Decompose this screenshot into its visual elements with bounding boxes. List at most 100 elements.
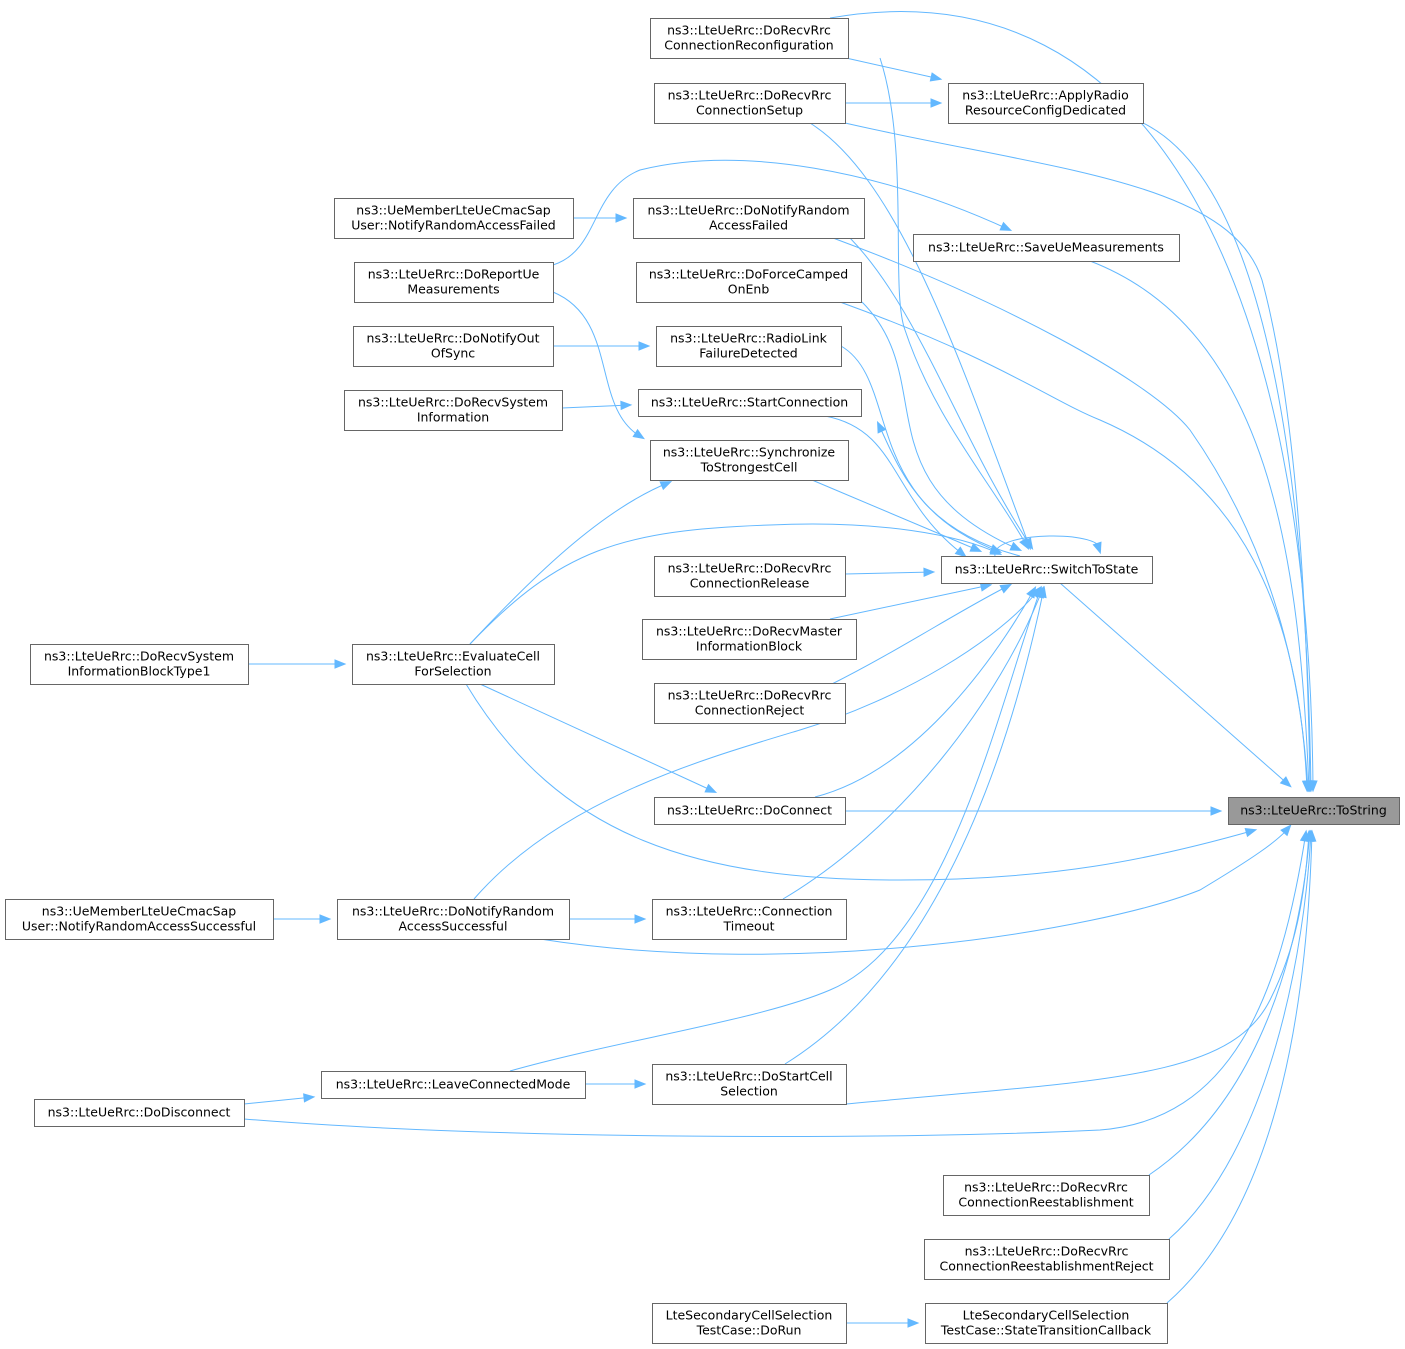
node-syncstrongest[interactable]: ns3::LteUeRrc::SynchronizeToStrongestCel…	[650, 440, 849, 481]
node-label: ns3::LteUeRrc::EvaluateCell	[366, 649, 540, 664]
edge-line	[243, 831, 1307, 1137]
edge-recvreject-to-switchtostate	[829, 583, 1013, 686]
edge-line	[1089, 260, 1310, 791]
edge-line	[469, 481, 671, 645]
node-label: ns3::LteUeRrc::LeaveConnectedMode	[336, 1077, 571, 1092]
node-label: ns3::LteUeRrc::DoReportUe	[368, 267, 540, 282]
node-switchtostate[interactable]: ns3::LteUeRrc::SwitchToState	[941, 556, 1153, 584]
edge-arrowhead	[620, 400, 633, 411]
node-label: OnEnb	[728, 282, 770, 297]
edge-radiolink-to-switchtostate	[840, 345, 1003, 553]
edge-arrowhead	[1092, 541, 1102, 555]
edge-notifyfailed-to-switchtostate	[849, 237, 1034, 550]
edge-switchtostate-to-startconn	[877, 420, 1021, 557]
node-label: Information	[417, 410, 489, 425]
node-label: TestCase::StateTransitionCallback	[940, 1323, 1152, 1338]
edge-line	[845, 57, 941, 80]
node-label: ns3::LteUeRrc::DoRecvRrc	[965, 1244, 1129, 1259]
node-recvrelease[interactable]: ns3::LteUeRrc::DoRecvRrcConnectionReleas…	[654, 556, 846, 597]
node-recvreestreject[interactable]: ns3::LteUeRrc::DoRecvRrcConnectionReesta…	[924, 1239, 1170, 1280]
node-recvreest[interactable]: ns3::LteUeRrc::DoRecvRrcConnectionReesta…	[943, 1175, 1150, 1216]
node-box	[652, 1303, 847, 1344]
edge-startcellsel-to-switchtostate	[784, 585, 1047, 1065]
node-label: ns3::LteUeRrc::DoDisconnect	[48, 1105, 231, 1120]
edge-startconn-to-switchtostate	[824, 415, 967, 558]
node-label: ns3::UeMemberLteUeCmacSap	[42, 904, 236, 919]
edge-arrowhead	[1279, 776, 1292, 788]
node-box	[30, 644, 249, 685]
node-recvreconfig[interactable]: ns3::LteUeRrc::DoRecvRrcConnectionReconf…	[650, 18, 849, 59]
node-cmacsuccess[interactable]: ns3::UeMemberLteUeCmacSapUser::NotifyRan…	[5, 899, 274, 940]
node-doconnect[interactable]: ns3::LteUeRrc::DoConnect	[654, 797, 846, 825]
node-box	[924, 1239, 1170, 1280]
node-box	[633, 198, 865, 239]
node-box	[652, 1064, 847, 1105]
edge-leaveconnected-to-startcellsel	[585, 1079, 647, 1089]
edge-line	[844, 122, 1311, 791]
edge-line	[814, 587, 1036, 798]
edge-line	[539, 825, 1291, 955]
edge-arrowhead	[632, 428, 645, 440]
edge-line	[829, 584, 1011, 686]
edge-recvreconfig-to-applyradio	[845, 57, 943, 82]
edge-line	[465, 683, 1256, 881]
node-savemeas[interactable]: ns3::LteUeRrc::SaveUeMeasurements	[913, 234, 1180, 262]
node-label: ns3::LteUeRrc::Connection	[666, 904, 833, 919]
edge-line	[845, 831, 1310, 1105]
edge-line	[1059, 582, 1291, 787]
node-label: InformationBlockType1	[68, 664, 211, 679]
node-box	[321, 1071, 586, 1099]
node-label: ConnectionReject	[695, 703, 805, 718]
node-label: ns3::UeMemberLteUeCmacSap	[356, 203, 550, 218]
edge-recvreest-to-tostring	[1148, 829, 1314, 1176]
edge-recvrelease-to-switchtostate	[844, 567, 936, 577]
edge-arrowhead	[979, 582, 993, 592]
node-box	[354, 262, 554, 303]
edge-arrowhead	[930, 98, 943, 108]
edge-line	[1168, 831, 1312, 1240]
edge-arrowhead	[704, 783, 718, 793]
edge-line	[473, 587, 1041, 900]
node-startconn[interactable]: ns3::LteUeRrc::StartConnection	[638, 389, 862, 417]
node-label: OfSync	[431, 346, 475, 361]
node-tostring[interactable]: ns3::LteUeRrc::ToString	[1228, 797, 1400, 825]
edge-line	[829, 584, 991, 620]
node-leaveconnected[interactable]: ns3::LteUeRrc::LeaveConnectedMode	[321, 1071, 586, 1099]
node-box	[913, 234, 1180, 262]
node-label: ns3::LteUeRrc::DoRecvSystem	[44, 649, 234, 664]
node-label: ConnectionReconfiguration	[664, 38, 833, 53]
node-notifysuccess[interactable]: ns3::LteUeRrc::DoNotifyRandomAccessSucce…	[337, 899, 570, 940]
node-recvmib[interactable]: ns3::LteUeRrc::DoRecvMasterInformationBl…	[642, 619, 857, 660]
edge-line	[829, 11, 1314, 791]
edge-testcallback-to-tostring	[1166, 829, 1317, 1304]
node-notifyfailed[interactable]: ns3::LteUeRrc::DoNotifyRandomAccessFaile…	[633, 198, 865, 239]
node-testcallback[interactable]: LteSecondaryCellSelectionTestCase::State…	[925, 1303, 1168, 1344]
edge-line	[479, 683, 716, 793]
node-label: ForSelection	[414, 664, 491, 679]
edge-doconnect-to-switchtostate	[814, 585, 1037, 798]
node-cmacfailed[interactable]: ns3::UeMemberLteUeCmacSapUser::NotifyRan…	[334, 198, 574, 239]
node-box	[642, 619, 857, 660]
edge-arrowhead	[907, 1318, 920, 1328]
node-dodisconnect[interactable]: ns3::LteUeRrc::DoDisconnect	[34, 1099, 245, 1127]
node-label: ToStrongestCell	[700, 460, 798, 475]
node-box	[344, 390, 563, 431]
node-label: ConnectionRelease	[690, 576, 810, 591]
edge-applyradio-to-tostring	[1142, 122, 1316, 793]
node-applyradio[interactable]: ns3::LteUeRrc::ApplyRadioResourceConfigD…	[948, 83, 1144, 124]
node-box	[636, 262, 862, 303]
edge-notifysuccess-to-tostring	[539, 824, 1292, 955]
node-recvsib1[interactable]: ns3::LteUeRrc::DoRecvSystemInformationBl…	[30, 644, 249, 685]
edge-evalcell-to-tostring	[465, 683, 1258, 881]
